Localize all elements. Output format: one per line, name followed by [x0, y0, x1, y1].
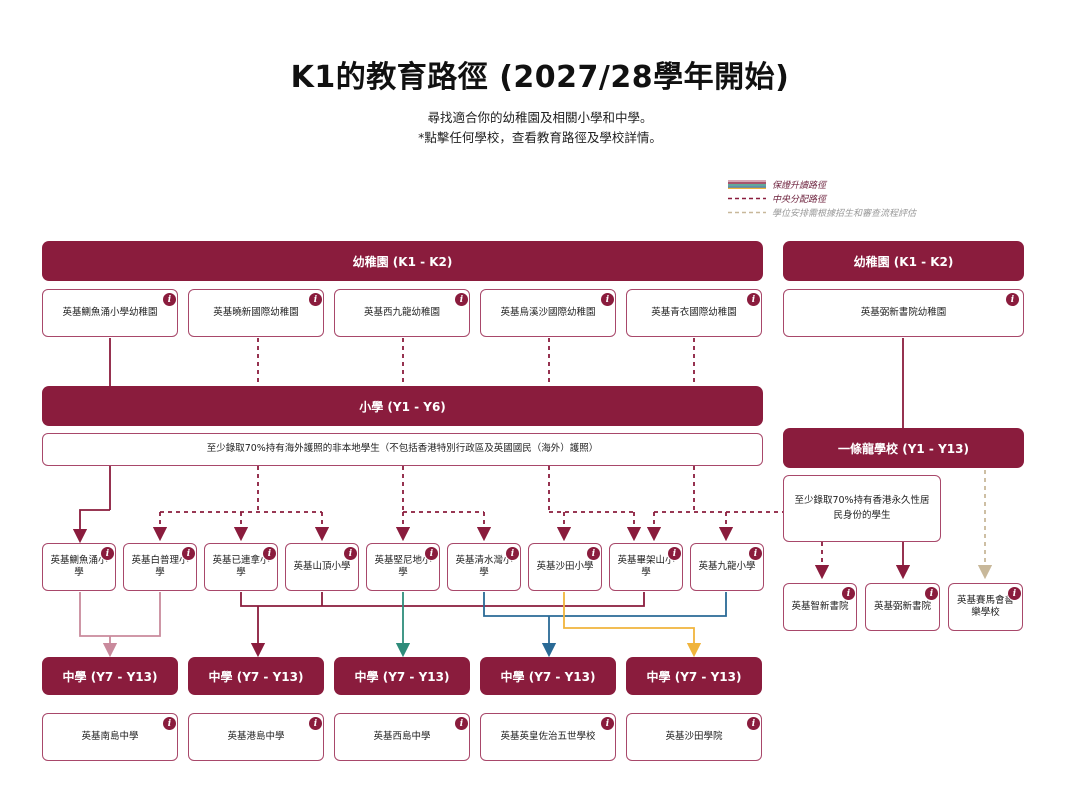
info-icon[interactable]: i: [424, 546, 439, 561]
info-icon[interactable]: i: [181, 546, 196, 561]
school-name: 英基弼新書院: [873, 601, 931, 613]
through-school-header: 一條龍學校 (Y1 - Y13): [783, 428, 1024, 468]
legend-label: 保證升讀路徑: [772, 180, 827, 191]
legend-label: 中央分配路徑: [772, 194, 827, 205]
kindergarten-card[interactable]: 英基青衣國際幼稚園: [626, 289, 762, 337]
info-icon[interactable]: i: [1005, 292, 1020, 307]
school-name: 英基鰂魚涌小學幼稚園: [62, 307, 158, 319]
primary-admission-note: 至少錄取70%持有海外護照的非本地學生（不包括香港特別行政區及英國國民（海外）護…: [42, 433, 763, 466]
secondary-card[interactable]: 英基西島中學: [334, 713, 470, 761]
info-icon[interactable]: i: [746, 716, 761, 731]
subtitle-hint: *點擊任何學校，查看教育路徑及學校詳情。: [418, 130, 662, 145]
info-icon[interactable]: i: [454, 292, 469, 307]
legend-label: 學位安排需根據招生和審查流程評估: [772, 208, 917, 219]
secondary-header: 中學 (Y7 - Y13): [480, 657, 616, 695]
secondary-card[interactable]: 英基英皇佐治五世學校: [480, 713, 616, 761]
info-icon[interactable]: i: [746, 292, 761, 307]
secondary-card[interactable]: 英基南島中學: [42, 713, 178, 761]
info-icon[interactable]: i: [586, 546, 601, 561]
school-name: 英基西九龍幼稚園: [363, 307, 440, 319]
info-icon[interactable]: i: [162, 716, 177, 731]
kindergarten-card-right[interactable]: 英基弼新書院幼稚園: [783, 289, 1024, 337]
kindergarten-card[interactable]: 英基西九龍幼稚園: [334, 289, 470, 337]
school-name: 英基賽馬會善樂學校: [956, 595, 1014, 618]
info-icon[interactable]: i: [841, 586, 856, 601]
kindergarten-card[interactable]: 英基鰂魚涌小學幼稚園: [42, 289, 178, 337]
info-icon[interactable]: i: [600, 292, 615, 307]
school-name: 英基西島中學: [373, 731, 431, 743]
secondary-card[interactable]: 英基港島中學: [188, 713, 324, 761]
school-name: 英基鰂魚涌小學: [50, 555, 108, 578]
note-text: 至少錄取70%持有香港永久性居民身份的學生: [794, 495, 930, 521]
secondary-header: 中學 (Y7 - Y13): [42, 657, 178, 695]
kindergarten-header-right: 幼稚園 (K1 - K2): [783, 241, 1024, 281]
school-name: 英基堅尼地小學: [374, 555, 432, 578]
subtitle: 尋找適合你的幼稚園及相關小學和中學。: [427, 110, 653, 125]
secondary-card[interactable]: 英基沙田學院: [626, 713, 762, 761]
info-icon[interactable]: i: [505, 546, 520, 561]
legend-item-central: 中央分配路徑: [728, 191, 916, 205]
legend-swatch-multicolor: [728, 180, 766, 190]
info-icon[interactable]: i: [667, 546, 682, 561]
school-name: 英基弼新書院幼稚園: [860, 307, 947, 319]
primary-card[interactable]: 英基山頂小學: [285, 543, 359, 591]
legend-item-assessment: 學位安排需根據招生和審查流程評估: [728, 205, 916, 219]
school-name: 英基青衣國際幼稚園: [651, 307, 737, 319]
info-icon[interactable]: i: [100, 546, 115, 561]
school-name: 英基智新書院: [791, 601, 849, 613]
info-icon[interactable]: i: [454, 716, 469, 731]
school-name: 英基山頂小學: [293, 561, 351, 573]
info-icon[interactable]: i: [162, 292, 177, 307]
primary-header: 小學 (Y1 - Y6): [42, 386, 763, 426]
kindergarten-header: 幼稚園 (K1 - K2): [42, 241, 763, 281]
school-name: 英基九龍小學: [698, 561, 756, 573]
info-icon[interactable]: i: [308, 292, 323, 307]
school-name: 英基曉新國際幼稚園: [213, 307, 299, 319]
school-name: 英基已連拿小學: [212, 555, 270, 578]
school-name: 英基清水灣小學: [455, 555, 513, 578]
secondary-header: 中學 (Y7 - Y13): [334, 657, 470, 695]
legend-item-guaranteed: 保證升讀路徑: [728, 177, 916, 191]
info-icon[interactable]: i: [748, 546, 763, 561]
info-icon[interactable]: i: [924, 586, 939, 601]
school-name: 英基沙田小學: [536, 561, 594, 573]
page-title: K1的教育路徑 (2027/28學年開始): [290, 60, 790, 95]
kindergarten-card[interactable]: 英基烏溪沙國際幼稚園: [480, 289, 616, 337]
school-name: 英基港島中學: [227, 731, 285, 743]
through-admission-note: 至少錄取70%持有香港永久性居民身份的學生: [783, 475, 941, 542]
school-name: 英基烏溪沙國際幼稚園: [500, 307, 596, 319]
kindergarten-card[interactable]: 英基曉新國際幼稚園: [188, 289, 324, 337]
school-name: 英基英皇佐治五世學校: [500, 731, 596, 743]
info-icon[interactable]: i: [308, 716, 323, 731]
info-icon[interactable]: i: [262, 546, 277, 561]
legend-swatch-tan: [728, 208, 766, 216]
school-name: 英基白普理小學: [131, 555, 189, 578]
school-name: 英基畢架山小學: [617, 555, 675, 578]
info-icon[interactable]: i: [600, 716, 615, 731]
secondary-header: 中學 (Y7 - Y13): [188, 657, 324, 695]
secondary-header: 中學 (Y7 - Y13): [626, 657, 762, 695]
school-name: 英基南島中學: [81, 731, 139, 743]
info-icon[interactable]: i: [1007, 586, 1022, 601]
through-school-card[interactable]: 英基賽馬會善樂學校: [948, 583, 1023, 631]
legend-swatch-dashed: [728, 194, 766, 202]
note-text: 至少錄取70%持有海外護照的非本地學生（不包括香港特別行政區及英國國民（海外）護…: [206, 443, 599, 455]
legend: 保證升讀路徑 中央分配路徑 學位安排需根據招生和審查流程評估: [728, 177, 916, 219]
info-icon[interactable]: i: [343, 546, 358, 561]
school-name: 英基沙田學院: [665, 731, 723, 743]
